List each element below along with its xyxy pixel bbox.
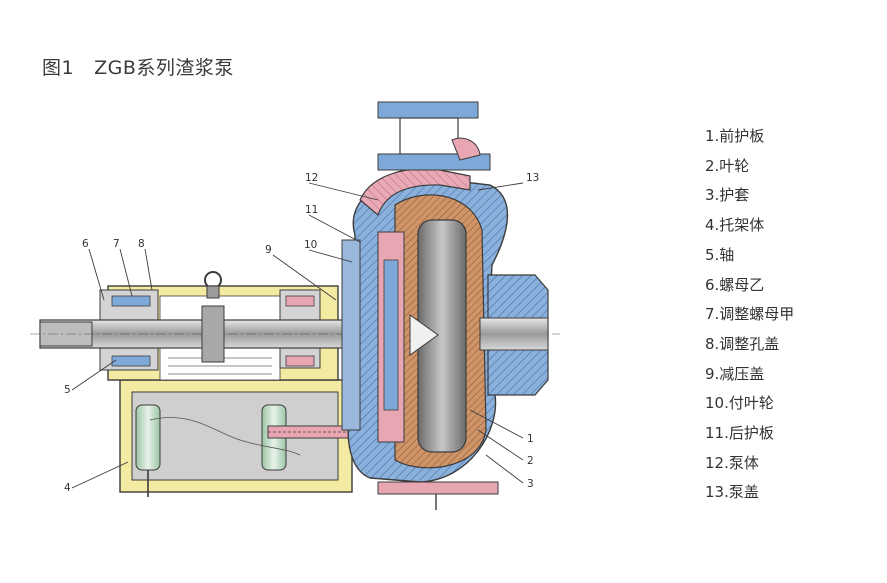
pump-casing	[341, 101, 549, 510]
figure-label: 图1	[42, 57, 75, 79]
legend-item: 7.调整螺母甲	[705, 305, 795, 324]
legend-item: 2.叶轮	[705, 156, 750, 175]
legend-item: 6.螺母乙	[705, 275, 765, 294]
parts-legend: 1.前护板 2.叶轮 3.护套 4.托架体 5.轴 6.螺母乙 7.调整螺母甲 …	[705, 122, 794, 508]
legend-item: 10.付叶轮	[705, 394, 774, 413]
callout-10: 10	[304, 239, 317, 251]
figure-title: 图1 ZGB系列渣浆泵	[42, 53, 234, 80]
bearing-frame	[99, 271, 373, 497]
callout-1: 1	[527, 433, 534, 445]
legend-item: 11.后护板	[705, 424, 774, 443]
callout-11: 11	[305, 204, 318, 216]
legend-item: 1.前护板	[705, 127, 765, 145]
legend-item: 8.调整孔盖	[705, 334, 780, 353]
callout-12: 12	[305, 172, 318, 184]
legend-item: 13.泵盖	[705, 483, 759, 502]
pump-cross-section-diagram: 6 7 8 9 10 11 12 13 1 2 3 5 4	[30, 101, 560, 510]
callout-13: 13	[526, 172, 539, 184]
figure-title-text: ZGB系列渣浆泵	[94, 57, 234, 79]
callout-4: 4	[64, 482, 71, 494]
legend-item: 5.轴	[705, 245, 735, 264]
callout-5: 5	[64, 384, 71, 396]
callout-2: 2	[527, 455, 534, 467]
legend-item: 9.减压盖	[705, 364, 765, 383]
leader-lines	[71, 182, 524, 489]
legend-item: 12.泵体	[705, 453, 759, 472]
legend-item: 3.护套	[705, 186, 750, 205]
legend-item: 4.托架体	[705, 216, 765, 235]
callout-9: 9	[265, 244, 272, 256]
callout-8: 8	[138, 238, 145, 250]
callout-3: 3	[527, 478, 534, 490]
callout-6: 6	[82, 238, 89, 250]
callout-7: 7	[113, 238, 120, 250]
callout-numbers: 6 7 8 9 10 11 12 13 1 2 3 5 4	[64, 172, 539, 494]
